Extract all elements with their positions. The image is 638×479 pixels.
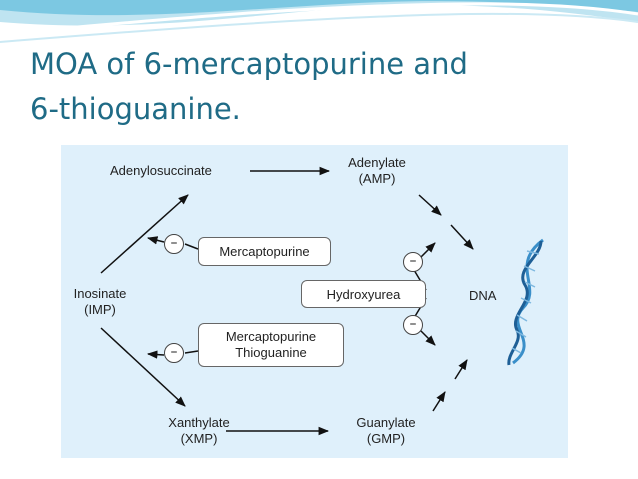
node-dna: DNA — [469, 288, 497, 303]
drug-label-hydroxyurea: Hydroxyurea — [326, 287, 401, 302]
inhibition-minus-icon-top: – — [164, 234, 184, 254]
inhibition-minus-icon-hydroxyurea-down: – — [403, 315, 423, 335]
drug-label-thioguanine: Thioguanine — [235, 345, 307, 360]
arrow-guanylate-to-dna-1 — [432, 391, 446, 412]
inhibit-arrow-mercaptopurine-bottom — [146, 350, 165, 359]
arrow-inosinate-to-adenylosuccinate — [100, 194, 189, 274]
arrow-inosinate-to-xanthylate — [100, 327, 186, 407]
moa-diagram: Adenylosuccinate Adenylate (AMP) Inosina… — [61, 145, 568, 458]
header-wave-decoration — [0, 0, 638, 43]
node-guanylate-name: Guanylate — [356, 415, 416, 430]
arrow-adenylate-to-dna-2 — [450, 224, 474, 250]
dna-helix-icon — [507, 238, 544, 366]
node-guanylate-abbr: (GMP) — [366, 431, 406, 446]
drug-label-mercaptopurine-top: Mercaptopurine — [219, 244, 310, 259]
slide-title: MOA of 6-mercaptopurine and 6-thioguanine… — [30, 42, 620, 132]
slide-title-line-1: MOA of 6-mercaptopurine and — [30, 47, 468, 81]
node-adenylate: Adenylate (AMP) — [332, 155, 422, 187]
drug-label-mercaptopurine-bottom: Mercaptopurine — [225, 329, 317, 344]
inhibition-minus-icon-hydroxyurea-up: – — [403, 252, 423, 272]
node-xanthylate-name: Xanthylate — [168, 415, 230, 430]
node-inosinate-name: Inosinate — [73, 286, 127, 301]
drug-box-mercaptopurine-thioguanine: Mercaptopurine Thioguanine — [198, 323, 344, 367]
connector-mercaptopurine-top — [184, 243, 199, 250]
inhibit-arrow-mercaptopurine-top — [146, 236, 165, 245]
node-xanthylate-abbr: (XMP) — [180, 431, 218, 446]
node-adenylosuccinate: Adenylosuccinate — [110, 163, 212, 178]
slide-title-line-2: 6-thioguanine. — [30, 92, 241, 126]
inhibit-arrow-hydroxyurea-down — [418, 328, 436, 346]
node-inosinate: Inosinate (IMP) — [65, 286, 135, 318]
node-xanthylate: Xanthylate (XMP) — [154, 415, 244, 447]
inhibition-minus-icon-bottom: – — [164, 343, 184, 363]
connector-mercaptopurine-bottom — [184, 350, 199, 354]
node-adenylate-name: Adenylate — [348, 155, 406, 170]
node-guanylate: Guanylate (GMP) — [341, 415, 431, 447]
arrow-adenylate-to-dna-1 — [418, 194, 442, 216]
drug-box-mercaptopurine-top: Mercaptopurine — [198, 237, 331, 266]
node-adenylate-abbr: (AMP) — [358, 171, 396, 186]
drug-box-hydroxyurea: Hydroxyurea — [301, 280, 426, 308]
arrow-guanylate-to-dna-2 — [454, 359, 468, 380]
node-inosinate-abbr: (IMP) — [84, 302, 116, 317]
